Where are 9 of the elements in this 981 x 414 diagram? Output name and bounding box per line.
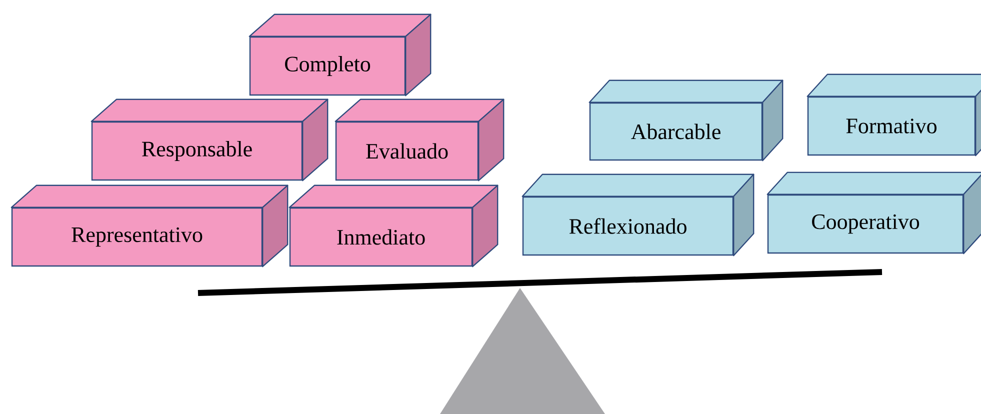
block: Formativo [806, 74, 981, 156]
block: Reflexionado [522, 174, 754, 256]
block: Abarcable [588, 80, 784, 162]
block: Cooperativo [766, 172, 981, 254]
block: Responsable [90, 98, 328, 182]
block: Representativo [10, 184, 288, 268]
block: Inmediato [288, 184, 498, 268]
block: Evaluado [334, 98, 504, 182]
block: Completo [248, 14, 432, 96]
